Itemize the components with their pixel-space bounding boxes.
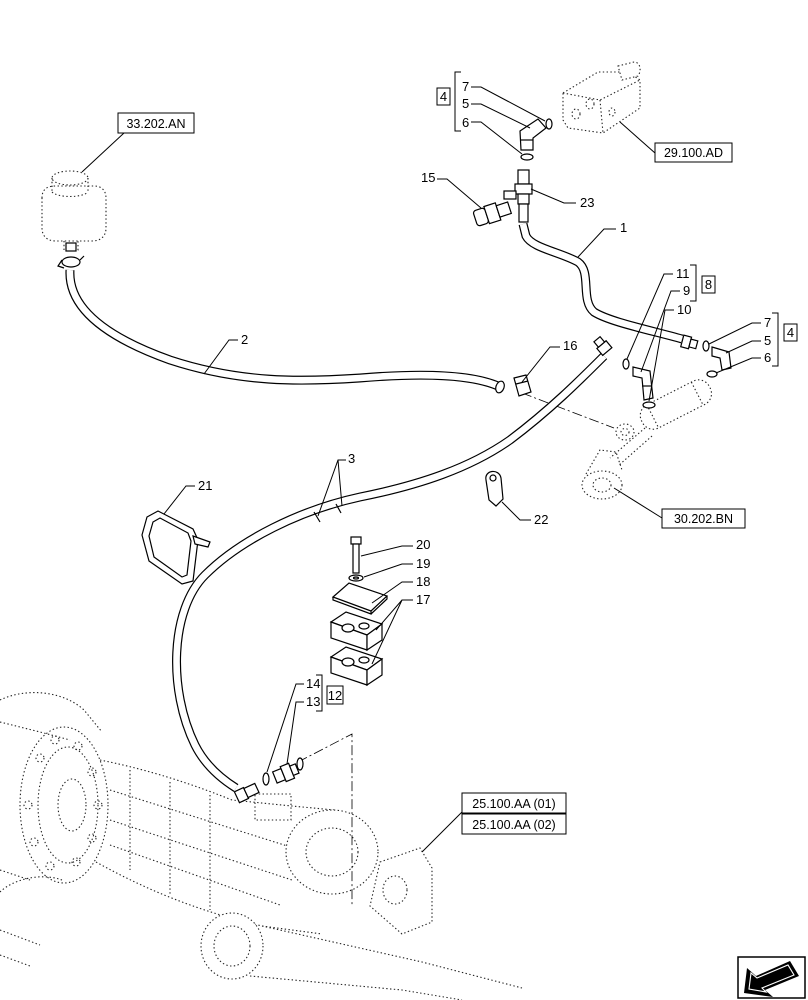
kit-12: 14 13 12	[266, 674, 344, 773]
ref-link-cylinder[interactable]: 30.202.BN	[613, 487, 746, 529]
callout-1-label: 1	[620, 220, 627, 235]
callout-kit-top-item-5: 5	[462, 96, 469, 111]
fitting-13	[271, 762, 300, 784]
callout-19: 19	[363, 556, 430, 578]
callout-kit-12-item-14: 14	[306, 676, 320, 691]
ref-label-cylinder: 30.202.BN	[674, 512, 733, 526]
o-ring-11	[622, 358, 630, 370]
elbow-5-right	[711, 346, 732, 371]
callout-3-label: 3	[348, 451, 355, 466]
ref-link-axle-01[interactable]: 25.100.AA (01)	[421, 792, 567, 853]
ref-link-reservoir[interactable]: 33.202.AN	[81, 112, 195, 173]
callout-1: 1	[577, 220, 627, 258]
o-ring-13	[296, 757, 304, 771]
ref-label-reservoir: 33.202.AN	[126, 117, 185, 131]
o-ring-14	[262, 772, 270, 786]
reservoir-outline	[41, 170, 107, 251]
o-ring-6-right	[706, 370, 718, 378]
clamp-16	[513, 374, 532, 397]
callout-kit-top-item-6: 6	[462, 115, 469, 130]
o-ring-10	[642, 401, 656, 409]
callout-22-label: 22	[534, 512, 548, 527]
hose-3	[172, 335, 613, 804]
callout-20-label: 20	[416, 537, 430, 552]
callout-21: 21	[163, 478, 212, 515]
axle-outline	[0, 692, 523, 1000]
tee-fitting-23	[503, 169, 533, 223]
plate-18	[331, 582, 389, 615]
o-ring-7-right	[702, 340, 710, 352]
callout-15-label: 15	[421, 170, 435, 185]
callout-kit-8-item-11: 11	[676, 266, 690, 281]
callout-19-label: 19	[416, 556, 430, 571]
clip-22	[485, 470, 504, 507]
ref-label-axle-01: 25.100.AA (01)	[472, 797, 555, 811]
callout-17: 17	[371, 592, 430, 665]
kit-8: 11 9 10 8	[626, 264, 716, 402]
elbow-9	[632, 366, 654, 401]
bolt-20	[350, 536, 362, 574]
callout-kit-8-item-10: 10	[677, 302, 691, 317]
callout-17-label: 17	[416, 592, 430, 607]
ref-link-valve[interactable]: 29.100.AD	[619, 121, 733, 163]
adapter-15	[472, 201, 513, 227]
kit-top-4-box-label: 4	[440, 89, 447, 104]
clamp-half-17-bottom	[329, 646, 384, 687]
callout-2: 2	[203, 332, 248, 375]
kit-12-box-label: 12	[328, 688, 342, 703]
o-ring-6-top	[520, 153, 534, 161]
callout-kit-8-item-9: 9	[683, 283, 690, 298]
callout-23: 23	[530, 188, 594, 210]
washer-19	[348, 574, 364, 582]
callout-kit-right-item-6: 6	[764, 350, 771, 365]
kit-top-4: 4 7 5 6	[436, 71, 546, 155]
callout-kit-right-item-7: 7	[764, 315, 771, 330]
clamp-half-17-top	[329, 611, 384, 652]
callout-3: 3	[317, 451, 355, 517]
phantom-lines	[297, 392, 615, 905]
callout-21-label: 21	[198, 478, 212, 493]
callout-16: 16	[521, 338, 577, 383]
ref-label-axle-02: 25.100.AA (02)	[472, 818, 555, 832]
callout-23-label: 23	[580, 195, 594, 210]
ref-link-axle-02[interactable]: 25.100.AA (02)	[461, 813, 567, 835]
callout-22: 22	[501, 501, 548, 527]
callout-2-label: 2	[241, 332, 248, 347]
callout-16-label: 16	[563, 338, 577, 353]
band-clamp-21	[141, 510, 211, 585]
ref-label-valve: 29.100.AD	[664, 146, 723, 160]
elbow-5-top	[519, 118, 547, 151]
kit-right-4-box-label: 4	[787, 325, 794, 340]
callout-20: 20	[360, 537, 430, 557]
cylinder-outline	[581, 379, 713, 500]
callout-kit-right-item-5: 5	[764, 333, 771, 348]
kit-right-4: 7 5 6 4	[708, 312, 798, 374]
callout-15: 15	[421, 170, 482, 209]
reservoir-fitting	[57, 242, 85, 269]
hose-1	[518, 222, 699, 350]
callout-18-label: 18	[416, 574, 430, 589]
hose-2	[65, 269, 505, 394]
callout-kit-top-item-7: 7	[462, 79, 469, 94]
kit-8-box-label: 8	[705, 277, 712, 292]
o-ring-7-top	[545, 118, 553, 130]
arrow-icon[interactable]	[737, 956, 806, 999]
valve-block-outline	[562, 61, 641, 134]
callout-kit-12-item-13: 13	[306, 694, 320, 709]
callout-18: 18	[371, 574, 430, 604]
